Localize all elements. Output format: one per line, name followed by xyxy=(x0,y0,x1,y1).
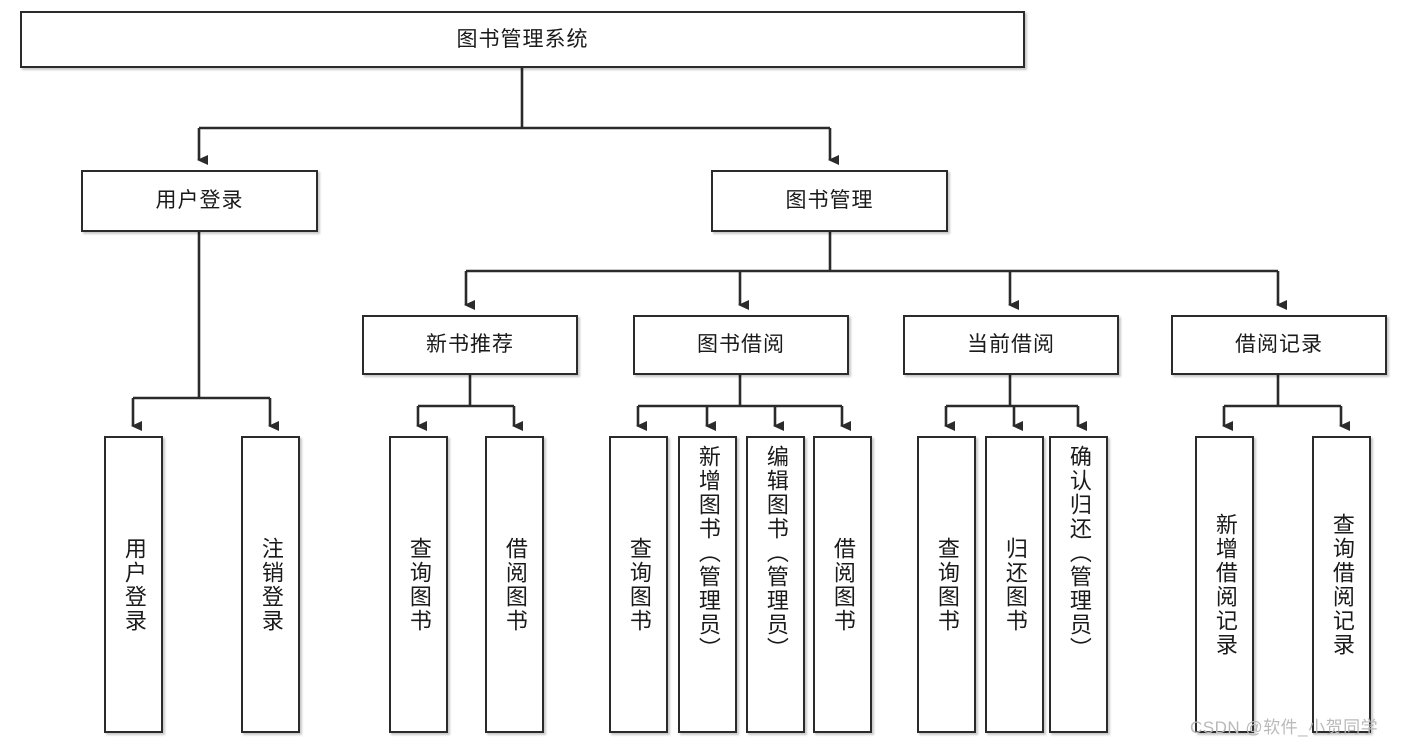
node-book-management[interactable]: 图书管理 xyxy=(711,170,948,232)
leaf-borrow-borrow-book[interactable]: 借阅图书 xyxy=(813,436,872,733)
leaf-borrow-edit-book-admin[interactable]: 编辑图书（管理员） xyxy=(746,436,805,733)
node-label: 用户登录 xyxy=(155,189,244,213)
leaf-label: 借阅图书 xyxy=(830,536,856,633)
node-label: 图书管理系统 xyxy=(456,27,589,51)
leaf-current-confirm-return-admin[interactable]: 确认归还（管理员） xyxy=(1049,436,1108,733)
node-label: 图书管理 xyxy=(785,189,874,213)
leaf-label: 编辑图书（管理员） xyxy=(763,445,789,661)
leaf-label: 新增借阅记录 xyxy=(1212,512,1238,657)
csdn-watermark: CSDN @软件_小贺同学 xyxy=(1190,718,1379,737)
leaf-label: 用户登录 xyxy=(121,536,147,633)
node-label: 图书借阅 xyxy=(697,333,785,357)
leaf-user-login-signin[interactable]: 用户登录 xyxy=(104,436,163,733)
leaf-label: 归还图书 xyxy=(1002,536,1028,633)
leaf-user-login-signout[interactable]: 注销登录 xyxy=(241,436,300,733)
leaf-label: 查询图书 xyxy=(934,536,960,633)
leaf-label: 查询图书 xyxy=(626,536,652,633)
leaf-record-add-borrow-record[interactable]: 新增借阅记录 xyxy=(1195,436,1254,733)
node-borrow-record[interactable]: 借阅记录 xyxy=(1171,315,1387,375)
leaf-label: 借阅图书 xyxy=(502,536,528,633)
leaf-label: 查询图书 xyxy=(406,536,432,633)
leaf-record-query-borrow-record[interactable]: 查询借阅记录 xyxy=(1312,436,1371,733)
leaf-label: 确认归还（管理员） xyxy=(1066,445,1092,661)
node-root-book-management-system[interactable]: 图书管理系统 xyxy=(20,11,1025,68)
leaf-borrow-query-book[interactable]: 查询图书 xyxy=(609,436,668,733)
node-book-borrow[interactable]: 图书借阅 xyxy=(633,315,849,375)
leaf-label: 新增图书（管理员） xyxy=(695,445,721,661)
node-label: 新书推荐 xyxy=(426,333,514,357)
leaf-current-return-book[interactable]: 归还图书 xyxy=(985,436,1044,733)
leaf-label: 查询借阅记录 xyxy=(1329,512,1355,657)
leaf-borrow-add-book-admin[interactable]: 新增图书（管理员） xyxy=(678,436,737,733)
node-user-login[interactable]: 用户登录 xyxy=(81,170,318,232)
leaf-label: 注销登录 xyxy=(258,536,284,633)
node-label: 当前借阅 xyxy=(967,333,1055,357)
node-new-book-recommend[interactable]: 新书推荐 xyxy=(362,315,578,375)
node-current-borrow[interactable]: 当前借阅 xyxy=(903,315,1119,375)
node-label: 借阅记录 xyxy=(1235,333,1323,357)
leaf-current-query-book[interactable]: 查询图书 xyxy=(917,436,976,733)
leaf-recommend-query-book[interactable]: 查询图书 xyxy=(389,436,448,733)
leaf-recommend-borrow-book[interactable]: 借阅图书 xyxy=(485,436,544,733)
